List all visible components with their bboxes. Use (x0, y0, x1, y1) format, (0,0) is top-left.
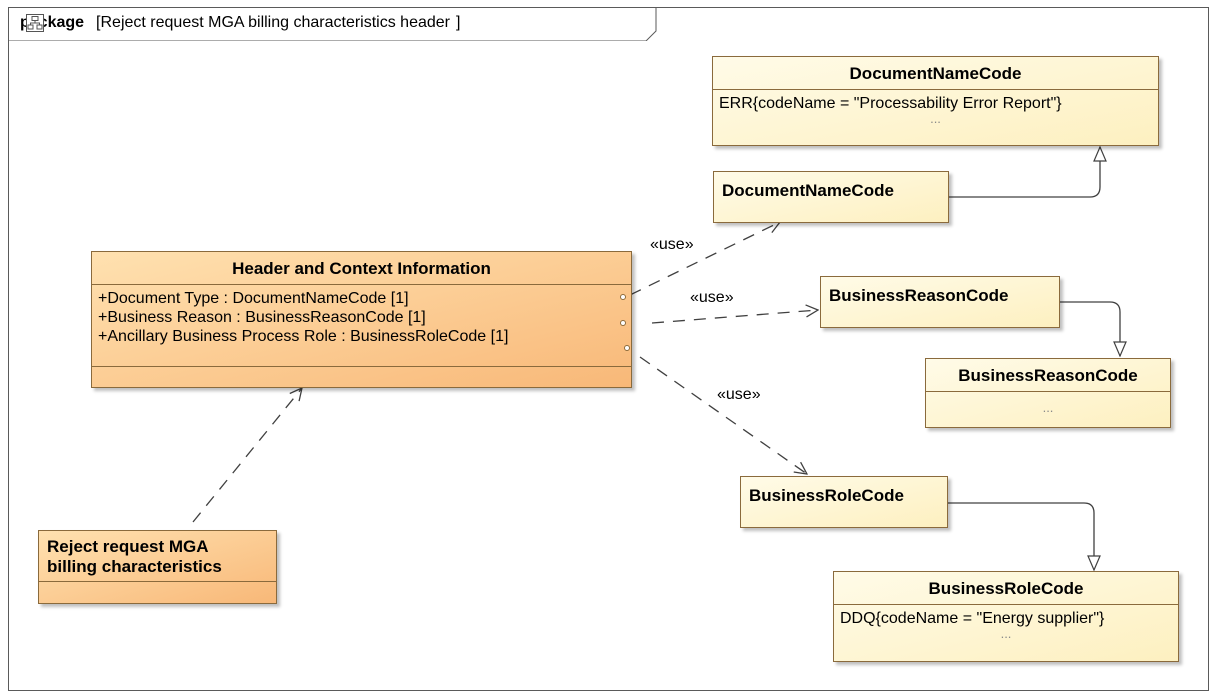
use-label-reason: «use» (690, 289, 734, 306)
use-label-document: «use» (650, 236, 694, 253)
class-name: BusinessReasonCode (829, 286, 1009, 305)
bracket-close: ] (456, 14, 461, 31)
class-document-name-code-enum[interactable]: DocumentNameCode ERR{codeName = "Process… (712, 56, 1159, 146)
class-reject-request[interactable]: Reject request MGA billing characteristi… (38, 530, 277, 604)
package-name: Reject request MGA billing characteristi… (100, 14, 451, 31)
class-name-line2: billing characteristics (47, 557, 222, 576)
literal-section: ERR{codeName = "Processability Error Rep… (713, 89, 1158, 143)
attribute-document-type: +Document Type : DocumentNameCode [1] (98, 290, 409, 307)
generalization-business-reason-code (1060, 301, 1120, 356)
class-business-reason-code-enum[interactable]: BusinessReasonCode ... (925, 358, 1171, 428)
use-dependency-role (639, 356, 807, 474)
class-name: Reject request MGA billing characteristi… (39, 531, 276, 581)
operation-section (92, 366, 631, 384)
literal-section: DDQ{codeName = "Energy supplier"} ... (834, 604, 1178, 659)
class-name: DocumentNameCode (722, 181, 894, 200)
enum-literal: ERR{codeName = "Processability Error Rep… (719, 95, 1062, 112)
class-name: DocumentNameCode (849, 64, 1022, 83)
attribute-port (620, 320, 626, 326)
ellipsis: ... (1000, 626, 1012, 641)
class-name-line1: Reject request MGA (47, 537, 209, 556)
attribute-ancillary-role: +Ancillary Business Process Role : Busin… (98, 328, 509, 345)
diagram-icon (26, 14, 44, 32)
attribute-port (624, 345, 630, 351)
class-business-role-code-enum[interactable]: BusinessRoleCode DDQ{codeName = "Energy … (833, 571, 1179, 662)
use-label-role: «use» (717, 386, 761, 403)
class-name: BusinessReasonCode (958, 366, 1138, 385)
ellipsis: ... (1042, 400, 1054, 415)
literal-section: ... (926, 391, 1170, 425)
package-tab-outline (8, 7, 657, 41)
class-name: Header and Context Information (232, 259, 491, 278)
dependency-reject-to-header (192, 388, 302, 523)
use-dependency-document (629, 222, 780, 296)
generalization-business-role-code (948, 502, 1094, 570)
attribute-business-reason: +Business Reason : BusinessReasonCode [1… (98, 309, 426, 326)
enum-literal: DDQ{codeName = "Energy supplier"} (840, 610, 1105, 627)
package-frame (8, 7, 1209, 691)
class-header-context-information[interactable]: Header and Context Information +Document… (91, 251, 632, 388)
class-business-role-code[interactable]: BusinessRoleCode (740, 476, 948, 528)
attribute-section: +Document Type : DocumentNameCode [1] +B… (92, 284, 631, 366)
attribute-port (620, 294, 626, 300)
generalization-document-name-code (949, 147, 1100, 198)
use-dependency-reason (651, 310, 818, 324)
class-name: BusinessRoleCode (928, 579, 1084, 598)
attribute-section (39, 581, 276, 595)
class-business-reason-code[interactable]: BusinessReasonCode (820, 276, 1060, 328)
package-title: package [ Reject request MGA billing cha… (20, 14, 460, 32)
bracket-open: [ (96, 14, 101, 31)
class-document-name-code[interactable]: DocumentNameCode (713, 171, 949, 223)
ellipsis: ... (930, 111, 941, 126)
class-name: BusinessRoleCode (749, 486, 904, 505)
